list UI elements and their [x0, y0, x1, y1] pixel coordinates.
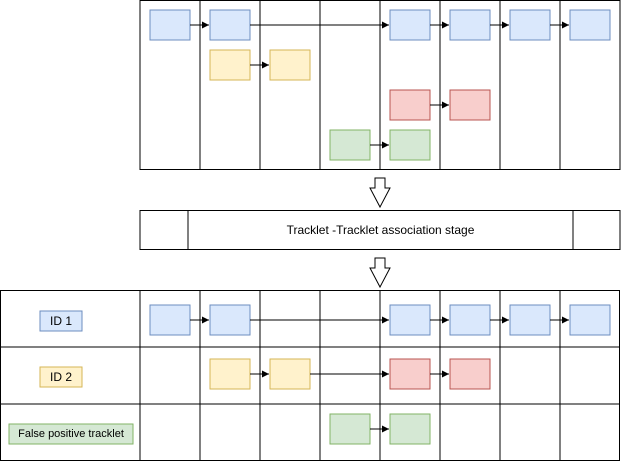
tracklet-box-blue: [569, 304, 611, 336]
tracklet-box-blue: [509, 9, 551, 41]
legend-swatch-id2: [39, 366, 83, 388]
tracklet-box-blue: [209, 9, 251, 41]
input-tracklets-panel: [139, 0, 621, 170]
stage-label: Tracklet -Tracklet association stage: [286, 223, 475, 237]
tracklet-box-blue: [149, 304, 191, 336]
tracklet-box-blue: [509, 304, 551, 336]
tracklet-box-blue: [149, 9, 191, 41]
tracklet-box-green: [329, 413, 371, 445]
tracklet-box-yellow: [269, 358, 311, 390]
down-arrow-icon: [369, 257, 391, 289]
legend-swatch-id1: [39, 310, 83, 332]
association-stage-box: [139, 210, 621, 250]
tracklet-box-red: [449, 358, 491, 390]
tracklet-box-blue: [389, 304, 431, 336]
tracklet-box-blue: [449, 9, 491, 41]
down-arrow-icon: [369, 177, 391, 209]
tracklet-box-red: [449, 89, 491, 121]
tracklet-box-green: [329, 129, 371, 161]
legend-label-id2: ID 2: [49, 370, 72, 384]
legend-label-id1: ID 1: [49, 314, 72, 328]
tracklet-box-blue: [389, 9, 431, 41]
tracklet-box-red: [389, 358, 431, 390]
tracklet-box-red: [389, 89, 431, 121]
tracklet-box-green: [389, 413, 431, 445]
legend-label-false-positive: False positive tracklet: [18, 428, 124, 440]
tracklet-box-blue: [569, 9, 611, 41]
tracklet-box-blue: [449, 304, 491, 336]
tracklet-box-yellow: [269, 49, 311, 81]
legend-swatch-false-positive: [8, 423, 134, 445]
tracklet-box-yellow: [209, 49, 251, 81]
tracklet-box-yellow: [209, 358, 251, 390]
output-tracks-grid: [0, 290, 620, 461]
tracklet-box-blue: [209, 304, 251, 336]
tracklet-box-green: [389, 129, 431, 161]
